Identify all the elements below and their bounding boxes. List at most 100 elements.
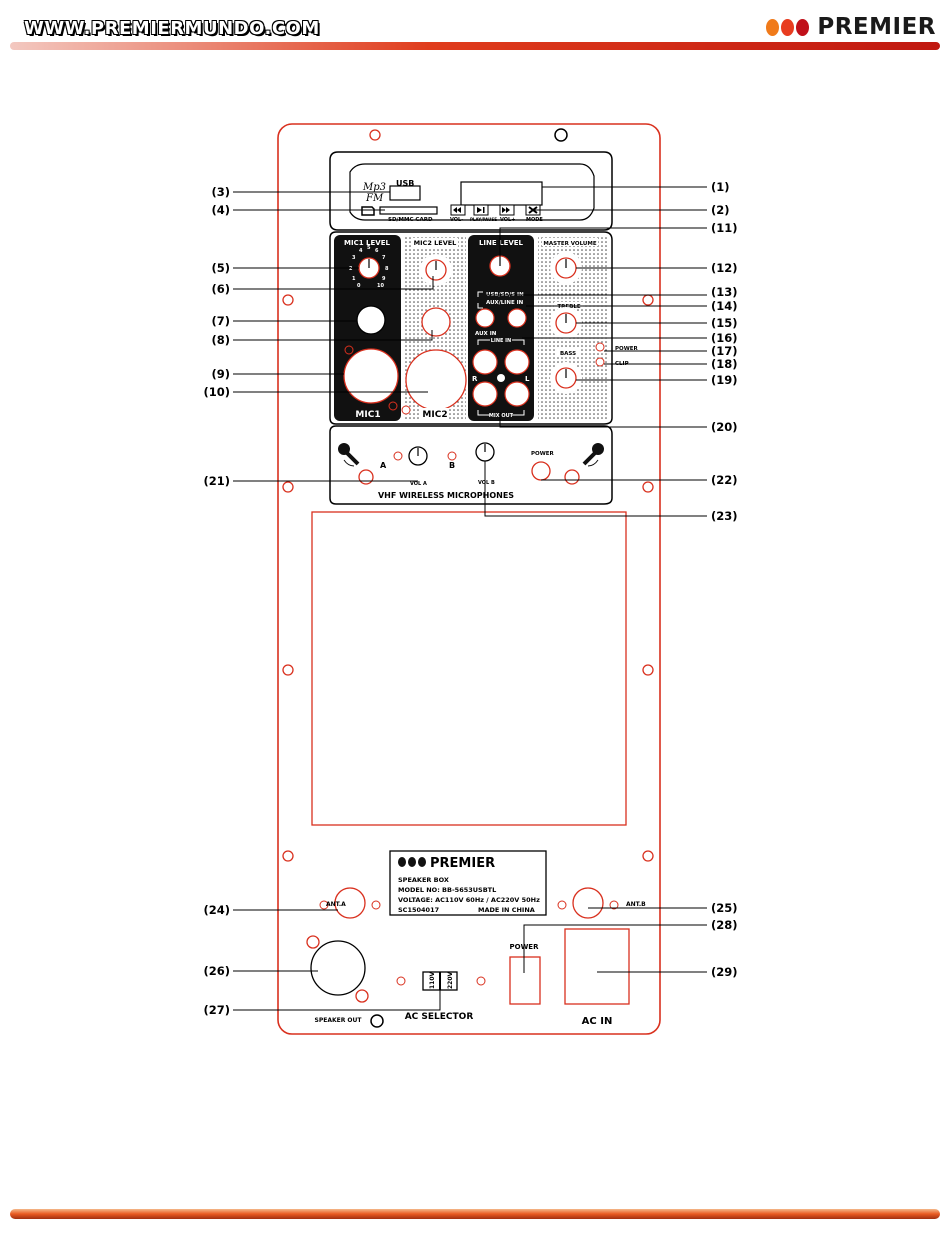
l-label: L	[525, 375, 530, 383]
mic1-quarter-jack[interactable]	[356, 305, 386, 335]
callout-8: (8)	[211, 333, 230, 347]
input-select-switch[interactable]	[477, 291, 483, 309]
nameplate-line3: VOLTAGE: AC110V 60Hz / AC220V 50Hz	[398, 896, 540, 904]
mic1-scale-2: 2	[349, 266, 353, 272]
line-in-l-jack[interactable]	[504, 349, 530, 375]
wireless-power-label: POWER	[531, 451, 555, 457]
nameplate-line1: SPEAKER BOX	[398, 876, 449, 884]
bass-label-bg	[556, 349, 580, 356]
mic1-scale-6: 6	[375, 248, 379, 254]
mounting-screw-top	[554, 128, 568, 142]
header-bar	[10, 42, 940, 50]
callout-3: (3)	[211, 185, 230, 199]
bass-label: BASS	[560, 351, 576, 357]
callout-2: (2)	[711, 203, 730, 217]
ac-in-socket[interactable]	[564, 928, 630, 1005]
line-in-r-jack[interactable]	[472, 349, 498, 375]
mode-icon	[528, 206, 538, 214]
power-switch[interactable]	[509, 956, 541, 1005]
ant-a-label: ANT.A	[326, 901, 346, 908]
mic2-xlr-jack[interactable]	[405, 349, 467, 411]
mic2-xlr-screw	[401, 405, 411, 415]
callout-25: (25)	[711, 901, 738, 915]
mic-a-icon	[338, 443, 360, 467]
callout-28: (28)	[711, 918, 738, 932]
mix-out-l-jack[interactable]	[504, 381, 530, 407]
callout-11: (11)	[711, 221, 738, 235]
speaker-out-label: SPEAKER OUT	[315, 1017, 363, 1024]
nameplate	[389, 850, 547, 916]
ant-a-connector[interactable]	[334, 887, 366, 919]
mic1-scale-0: 0	[357, 283, 361, 289]
master-volume-label: MASTER VOLUME	[543, 241, 596, 247]
ant-a-screw-right	[371, 900, 381, 910]
brand-logo: PREMIER	[766, 14, 936, 40]
mounting-screw-bottom	[370, 1014, 384, 1028]
ac-selector-screw-right	[476, 976, 486, 986]
ant-b-screw-left	[557, 900, 567, 910]
speaker-out-connector[interactable]	[310, 940, 366, 996]
ant-b-connector[interactable]	[572, 887, 604, 919]
vol-up-label: VOL+	[500, 217, 515, 223]
callout-4: (4)	[211, 203, 230, 217]
rca-center-screw	[497, 374, 505, 382]
aux-in-jack[interactable]	[475, 308, 495, 328]
ac-selector-label: AC SELECTOR	[405, 1012, 474, 1022]
aux-line-switch-knob[interactable]	[507, 308, 527, 328]
callout-18: (18)	[711, 357, 738, 371]
callout-23: (23)	[711, 509, 738, 523]
logo-dot-1	[766, 18, 780, 36]
callout-13: (13)	[711, 285, 738, 299]
mic1-scale-8: 8	[385, 266, 389, 272]
aux-line-in-label: AUX/LINE IN	[486, 300, 524, 306]
mic1-xlr-jack[interactable]	[343, 348, 399, 404]
usb-port[interactable]	[389, 185, 421, 201]
sd-card-icon	[361, 206, 375, 216]
transport-buttons: VOL- PLAY/PAUSE VOL+ MODE	[450, 204, 543, 223]
mic-b-icon	[582, 443, 604, 467]
mic1-scale-3: 3	[352, 255, 356, 261]
ac-in-label: AC IN	[582, 1016, 613, 1027]
master-label-bg	[542, 238, 598, 246]
play-pause-label: PLAY/PAUSE	[470, 217, 497, 222]
callout-19: (19)	[711, 373, 738, 387]
mic1-label: MIC1	[355, 410, 380, 420]
callout-15: (15)	[711, 316, 738, 330]
callout-17: (17)	[711, 344, 738, 358]
footer-bar	[10, 1209, 940, 1219]
ac-selector-screw-left	[396, 976, 406, 986]
callout-24: (24)	[203, 903, 230, 917]
mic2-quarter-jack[interactable]	[421, 307, 451, 337]
callout-29: (29)	[711, 965, 738, 979]
prev-icon	[453, 207, 461, 213]
power-led-label: POWER	[615, 346, 639, 352]
callout-9: (9)	[211, 367, 230, 381]
mix-out-r-jack[interactable]	[472, 381, 498, 407]
vol-b-label: VOL B	[478, 480, 495, 486]
website-url[interactable]: WWW.PREMIERMUNDO.COM	[24, 18, 320, 39]
power-led	[595, 342, 605, 352]
mounting-holes	[282, 129, 654, 862]
callout-10: (10)	[203, 385, 230, 399]
mix-out-label: MIX OUT	[489, 413, 514, 419]
wireless-power-button[interactable]	[531, 461, 551, 481]
wireless-title: VHF WIRELESS MICROPHONES	[378, 491, 514, 500]
nameplate-line2: MODEL NO: BB-5653USBTL	[398, 886, 496, 894]
logo-dot-3	[796, 18, 810, 36]
vol-a-label: VOL A	[410, 481, 427, 487]
mic1-scale-7: 7	[382, 255, 386, 261]
mic1-level-label: MIC1 LEVEL	[344, 239, 390, 247]
callout-26: (26)	[203, 964, 230, 978]
nameplate-logo-dots	[398, 857, 426, 867]
callout-labels-left: (3) (4) (5) (6) (7) (8) (9) (10) (21) (2…	[203, 185, 230, 1017]
fm-logo-text: FM	[365, 193, 384, 204]
mix-out-label-bg	[490, 411, 512, 418]
ant-a-screw-left	[319, 900, 329, 910]
sd-card-slot[interactable]	[379, 206, 438, 215]
callout-21: (21)	[203, 474, 230, 488]
mic2-label-bg-bottom	[421, 408, 449, 419]
callout-14: (14)	[711, 299, 738, 313]
callout-16: (16)	[711, 331, 738, 345]
